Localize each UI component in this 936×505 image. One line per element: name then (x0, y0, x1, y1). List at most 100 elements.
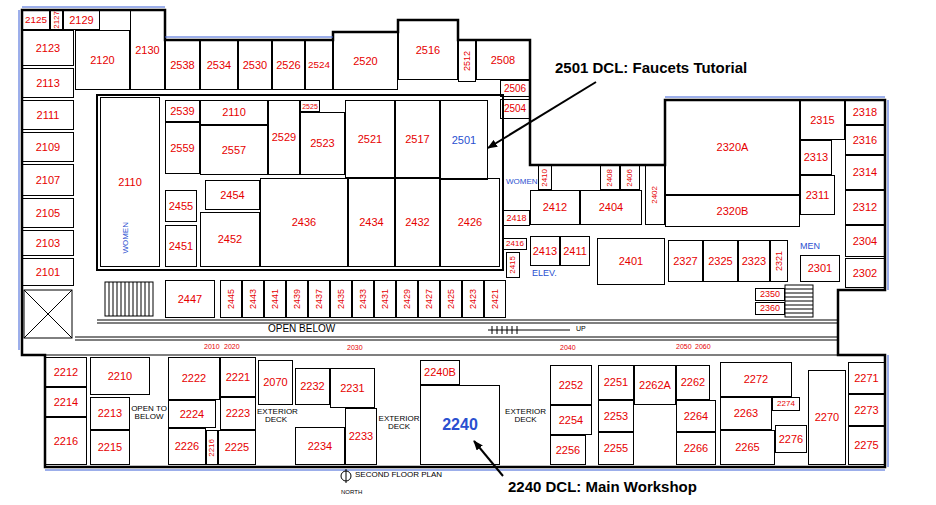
room-number: 2070 (263, 377, 287, 388)
room-box: 2265 (720, 430, 775, 465)
room-box: 2210 (90, 357, 150, 395)
room-number: 2406 (626, 169, 634, 187)
room-box: 2350 (755, 288, 785, 301)
room-number: 2320B (717, 206, 749, 217)
room-box: 2216 (45, 417, 87, 465)
room-box: 2323 (738, 240, 770, 282)
room-number: 2435 (337, 289, 346, 309)
room-box: 2272 (720, 362, 792, 397)
room-number: 2320A (717, 142, 749, 153)
room-number: 2516 (416, 45, 440, 56)
room-box: 2301 (800, 255, 840, 282)
room-number: 2254 (559, 415, 583, 426)
room-box: 2402 (645, 165, 665, 225)
plan-label: OPEN BELOW (268, 324, 335, 335)
room-number: 2113 (36, 78, 60, 89)
room-box: 2221 (220, 357, 256, 397)
room-number: 2360 (760, 304, 780, 313)
room-box: 2529 (268, 100, 300, 175)
plan-label: UP (576, 325, 586, 332)
room-box: 2443 (242, 280, 264, 318)
room-box: 2559 (165, 122, 200, 174)
room-number: 2401 (619, 256, 643, 267)
room-number: 2434 (359, 217, 383, 228)
room-number: 2325 (708, 256, 732, 267)
room-box: 2411 (560, 236, 590, 266)
room-box: 2302 (845, 258, 885, 288)
room-number: 2101 (36, 267, 60, 278)
room-number: 2404 (599, 202, 623, 213)
room-number: 2525 (302, 103, 318, 110)
plan-label: NORTH (341, 489, 362, 495)
leader-arrow (474, 441, 503, 476)
room-number: 2262 (681, 377, 705, 388)
plan-label: 2040 (560, 344, 576, 351)
room-box: 2508 (476, 40, 530, 80)
room-box: 2226 (168, 428, 206, 465)
room-box: 2105 (22, 198, 74, 228)
room-box: 2314 (845, 155, 885, 190)
room-box: 2401 (597, 238, 665, 285)
leader-arrow (488, 82, 596, 148)
room-number: 2252 (559, 380, 583, 391)
room-number: 2321 (775, 251, 784, 271)
room-number: 2265 (735, 442, 759, 453)
room-box: 2262A (634, 365, 676, 405)
room-box: 2320A (665, 100, 800, 195)
room-number: 2214 (54, 397, 78, 408)
room-number: 2225 (225, 442, 249, 453)
room-number: 2262A (639, 380, 671, 391)
room-number: 2314 (853, 167, 877, 178)
room-number: 2212 (54, 367, 78, 378)
room-box: 2276 (775, 425, 807, 453)
room-box: 2312 (845, 190, 885, 225)
room-number: 2105 (36, 208, 60, 219)
room-box: 2252 (550, 365, 592, 405)
room-number: 2316 (853, 135, 877, 146)
room-box: 2222 (168, 357, 220, 400)
room-box: 2233 (345, 408, 377, 465)
plan-label: EXTERIOR DECK (257, 408, 295, 425)
room-number: 2234 (308, 441, 332, 452)
room-box: 2223 (220, 397, 256, 430)
room-number: 2411 (563, 246, 587, 257)
room-box: 2113 (22, 68, 74, 98)
callout-text: 2501 DCL: Faucets Tutorial (555, 60, 747, 76)
room-box: 2275 (848, 426, 885, 465)
room-box: 2313 (800, 140, 832, 175)
room-number: 2439 (293, 289, 302, 309)
plan-label: MEN (800, 242, 820, 251)
room-number: 2443 (249, 289, 258, 309)
room-box: 2539 (165, 100, 200, 122)
room-number: 2270 (815, 412, 839, 423)
room-box: 2264 (676, 400, 716, 432)
room-number: 2427 (425, 289, 434, 309)
room-box: 2434 (348, 178, 395, 267)
room-number: 2523 (310, 138, 334, 149)
room-number: 2232 (300, 381, 324, 392)
room-box: 2274 (772, 397, 800, 411)
shaft (24, 290, 72, 338)
room-number: 2313 (804, 152, 828, 163)
room-box: 2557 (200, 125, 268, 175)
room-box: 2530 (238, 40, 272, 90)
room-number: 2504 (504, 104, 526, 114)
room-box: 2107 (22, 164, 74, 196)
room-box: 2447 (165, 280, 215, 318)
stairs (105, 282, 813, 334)
room-number: 2415 (509, 256, 517, 274)
room-box: 2406 (620, 165, 640, 190)
room-number: 2266 (684, 443, 708, 454)
room-box: 2266 (676, 432, 716, 465)
room-box: 2421 (484, 280, 506, 318)
room-box: 2327 (668, 240, 703, 282)
room-number: 2432 (405, 217, 429, 228)
room-number: 2429 (403, 289, 412, 309)
open-below-band (45, 320, 838, 355)
room-number: 2501 (452, 135, 476, 146)
room-box: 2240B (420, 360, 460, 385)
room-box: 2256 (550, 435, 586, 465)
room-number: 2301 (808, 263, 832, 274)
room-box: 2410 (538, 165, 552, 190)
